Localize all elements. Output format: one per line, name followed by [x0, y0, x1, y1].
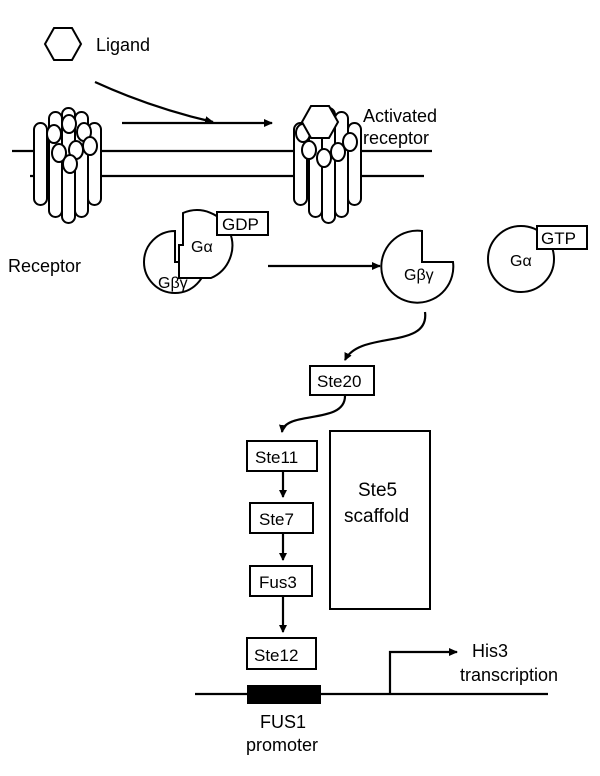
ligand-binding-curve: [94, 80, 214, 125]
g-beta-gamma-label-gdp: Gβγ: [158, 275, 188, 292]
ste7-box: [249, 502, 314, 534]
g-beta-gamma-free-icon: [380, 229, 455, 304]
g-protein-gdp-complex: Gα Gβγ GDP: [143, 209, 269, 294]
g-alpha-label-gtp: Gα: [510, 253, 532, 270]
ste12-label: Ste12: [254, 646, 298, 665]
his3-label-line2: transcription: [460, 665, 558, 685]
ste5-label-line2: scaffold: [344, 506, 409, 527]
gdp-label: GDP: [222, 215, 259, 234]
g-alpha-label-gdp: Gα: [191, 239, 213, 256]
ste12-box: [246, 637, 317, 670]
activated-receptor-label-line2: receptor: [363, 128, 429, 148]
fus3-label: Fus3: [259, 573, 297, 592]
gbg-to-ste20-arrow: [344, 311, 427, 361]
his3-label-line1: His3: [472, 641, 508, 661]
fus3-box: [249, 565, 313, 597]
ste20-label: Ste20: [317, 372, 361, 391]
gtp-box: [536, 225, 588, 250]
fus1-label-line1: FUS1: [260, 712, 306, 732]
ste11-box: [246, 440, 318, 472]
fus1-label-line2: promoter: [246, 735, 318, 755]
ligand-hexagon-icon: [43, 27, 83, 61]
gtp-label: GTP: [541, 229, 576, 248]
ste20-to-ste11-arrow: [279, 395, 347, 433]
ste11-label: Ste11: [255, 448, 298, 467]
ste5-scaffold-box: [329, 430, 431, 610]
fus1-promoter-block: [247, 685, 321, 704]
gdp-box: [216, 211, 269, 236]
receptor-icon: [33, 107, 102, 224]
ligand-label: Ligand: [96, 35, 150, 55]
transcription-start-arrow: [388, 648, 458, 694]
ste7-label: Ste7: [259, 510, 294, 529]
ste20-box: [309, 365, 375, 396]
activated-receptor-label-line1: Activated: [363, 106, 437, 126]
receptor-label: Receptor: [8, 256, 81, 276]
ste5-label-line1: Ste5: [358, 480, 397, 501]
activated-receptor-icon: [293, 105, 362, 224]
g-beta-gamma-label-free: Gβγ: [404, 267, 434, 284]
